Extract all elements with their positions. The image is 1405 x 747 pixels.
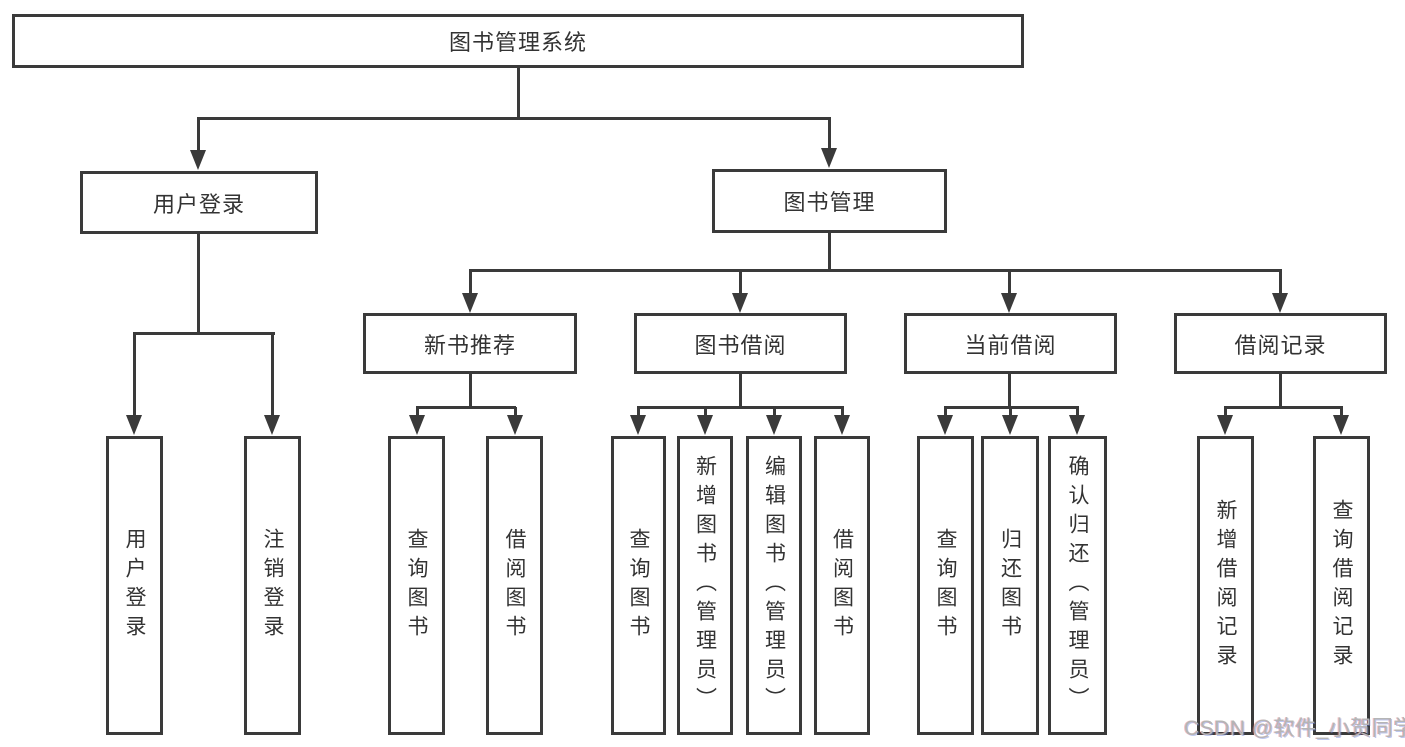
node-root-label: 图书管理系统 (448, 30, 587, 55)
node-current-borrow-label: 当前借阅 (964, 332, 1057, 358)
node-borrow-record-label: 借阅记录 (1234, 332, 1327, 358)
leaf-current-confirm-return-admin-label: 确认归还（管理员） (1066, 455, 1089, 716)
connector-user-login-split (132, 331, 275, 335)
leaf-record-query-borrow-record: 查询借阅记录 (1313, 436, 1370, 735)
arrow-to-new-book (468, 270, 472, 293)
node-current-borrow: 当前借阅 (904, 313, 1117, 374)
arrow-newbook-query (415, 407, 419, 415)
leaf-borrow-query-books: 查询图书 (611, 436, 666, 735)
arrow-current-return (1008, 407, 1012, 415)
leaf-newbook-borrow-books: 借阅图书 (486, 436, 543, 735)
node-new-book-recommend-label: 新书推荐 (423, 332, 516, 358)
arrow-to-leaf-user-login (132, 333, 136, 415)
connector-borrow-record-split (1223, 405, 1343, 409)
arrow-newbook-borrow (513, 407, 517, 415)
arrow-to-borrow-record (1278, 270, 1282, 293)
arrow-to-current-borrow (1007, 270, 1011, 293)
connector-book-borrow-stem (738, 374, 742, 408)
connector-level3-split (468, 268, 1282, 272)
arrow-borrow-edit (772, 407, 776, 415)
leaf-borrow-borrow-books: 借阅图书 (814, 436, 870, 735)
node-borrow-record: 借阅记录 (1174, 313, 1387, 374)
node-user-login: 用户登录 (80, 171, 318, 234)
node-user-login-label: 用户登录 (152, 191, 245, 217)
connector-borrow-record-stem (1278, 374, 1282, 408)
leaf-current-return-books-label: 归还图书 (998, 527, 1022, 644)
connector-current-borrow-stem (1007, 374, 1011, 408)
arrow-to-book-management (827, 118, 831, 148)
leaf-user-login-label: 用户登录 (123, 527, 146, 644)
node-book-borrow: 图书借阅 (634, 313, 847, 374)
arrow-to-book-borrow (738, 270, 742, 293)
arrow-current-confirm (1075, 407, 1079, 415)
leaf-record-add-borrow-record: 新增借阅记录 (1197, 436, 1254, 735)
arrow-to-user-login (196, 118, 200, 150)
arrow-current-query (943, 407, 947, 415)
leaf-borrow-borrow-books-label: 借阅图书 (830, 527, 854, 644)
connector-new-book-split (415, 405, 516, 409)
connector-book-management-stem (827, 233, 831, 271)
connector-user-login-stem (196, 234, 200, 334)
arrow-borrow-query (636, 407, 640, 415)
leaf-current-query-books: 查询图书 (917, 436, 974, 735)
leaf-user-login: 用户登录 (106, 436, 163, 735)
leaf-newbook-query-books: 查询图书 (388, 436, 445, 735)
leaf-newbook-query-books-label: 查询图书 (405, 527, 428, 644)
arrow-record-query (1339, 407, 1343, 415)
leaf-logout-label: 注销登录 (261, 527, 284, 644)
leaf-borrow-query-books-label: 查询图书 (627, 527, 650, 644)
leaf-record-add-borrow-record-label: 新增借阅记录 (1214, 498, 1237, 673)
node-book-borrow-label: 图书借阅 (694, 332, 787, 358)
leaf-current-return-books: 归还图书 (981, 436, 1039, 735)
leaf-borrow-edit-books-admin-label: 编辑图书（管理员） (762, 455, 786, 716)
leaf-newbook-borrow-books-label: 借阅图书 (503, 527, 526, 644)
connector-book-borrow-split (636, 405, 844, 409)
leaf-borrow-add-books-admin-label: 新增图书（管理员） (693, 455, 717, 716)
node-book-management: 图书管理 (712, 169, 947, 233)
connector-root-stem (516, 68, 520, 120)
arrow-record-add (1223, 407, 1227, 415)
leaf-borrow-edit-books-admin: 编辑图书（管理员） (746, 436, 802, 735)
node-root: 图书管理系统 (12, 14, 1024, 68)
arrow-to-leaf-logout (270, 333, 274, 415)
leaf-record-query-borrow-record-label: 查询借阅记录 (1330, 498, 1353, 673)
connector-level2-split (196, 116, 831, 120)
leaf-current-query-books-label: 查询图书 (934, 527, 957, 644)
connector-new-book-stem (468, 374, 472, 408)
csdn-watermark: CSDN @软件_小贺同学 (1184, 717, 1405, 740)
arrow-borrow-borrow (840, 407, 844, 415)
arrow-borrow-add (703, 407, 707, 415)
node-new-book-recommend: 新书推荐 (363, 313, 577, 374)
leaf-borrow-add-books-admin: 新增图书（管理员） (677, 436, 733, 735)
leaf-current-confirm-return-admin: 确认归还（管理员） (1048, 436, 1107, 735)
node-book-management-label: 图书管理 (783, 190, 876, 215)
leaf-logout: 注销登录 (244, 436, 301, 735)
